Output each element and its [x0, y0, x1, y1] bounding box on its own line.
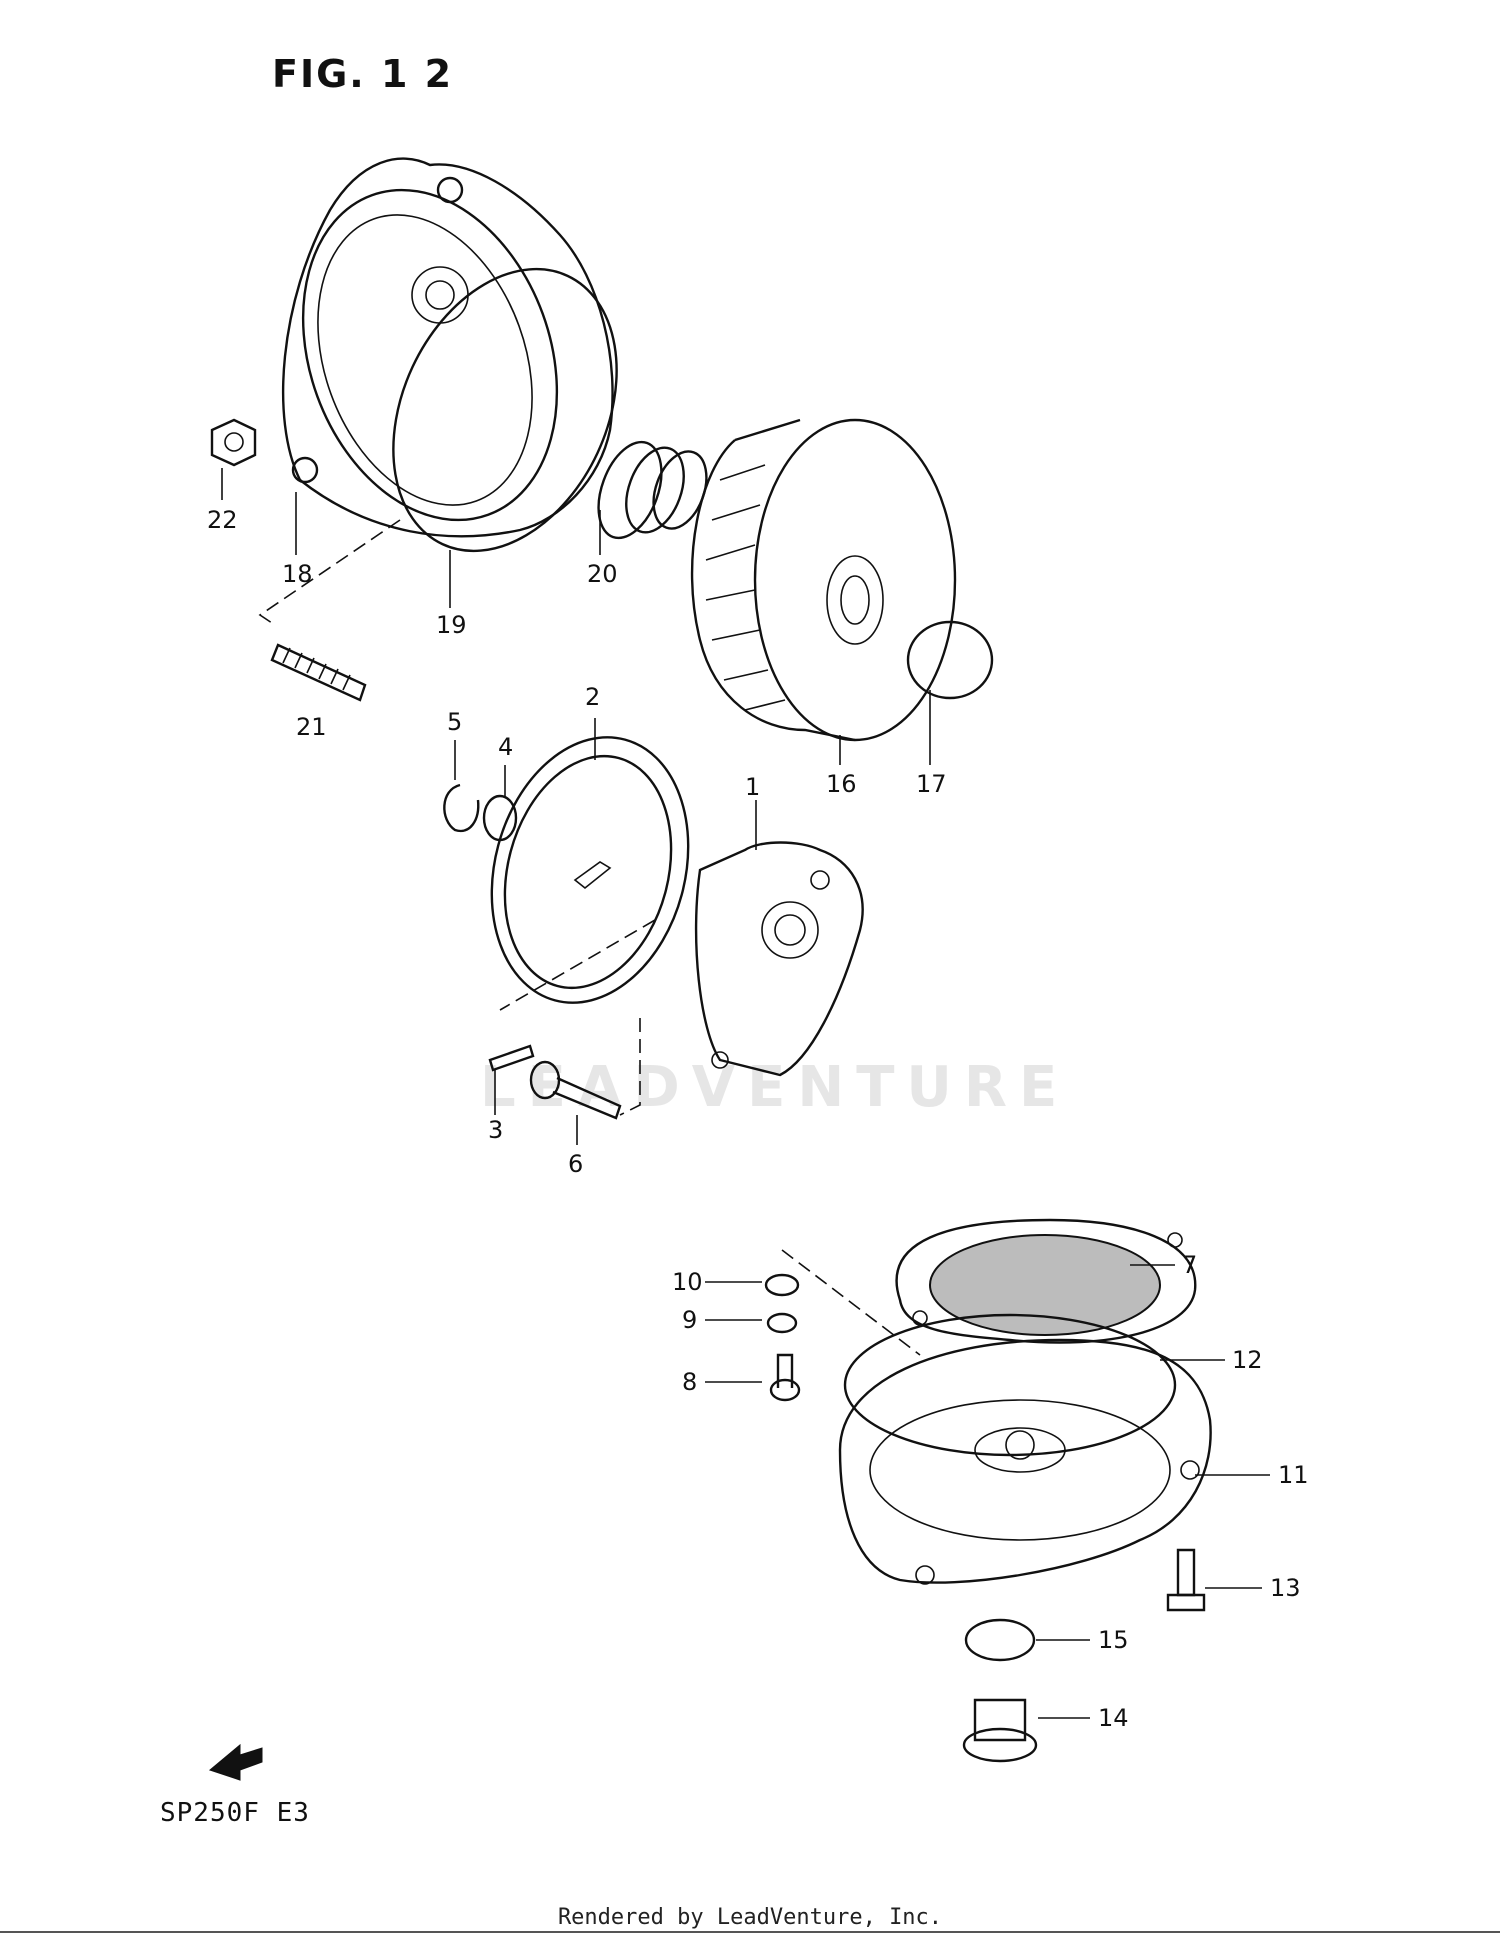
oil-sump-cover-part	[838, 1338, 1212, 1585]
filter-cap-part	[281, 157, 614, 538]
nut-part	[210, 418, 257, 467]
dowel-pin-part	[488, 1044, 535, 1072]
callout-14: 14	[1098, 1704, 1129, 1732]
leader-lines	[221, 468, 1270, 1719]
o-ring-part-12	[843, 1313, 1177, 1457]
oil-filter-part	[690, 418, 957, 742]
o-ring-part-19	[392, 267, 618, 553]
callout-13: 13	[1270, 1574, 1301, 1602]
callout-19: 19	[436, 611, 467, 639]
callout-1: 1	[745, 773, 760, 801]
callout-6: 6	[568, 1150, 583, 1178]
alignment-dashed-lines	[258, 519, 921, 1356]
callout-5: 5	[447, 708, 462, 736]
o-ring-part-17	[906, 620, 994, 700]
model-code: SP250F E3	[160, 1798, 310, 1828]
callout-11: 11	[1278, 1461, 1309, 1489]
oil-pump-body-part	[694, 841, 864, 1077]
footer-line	[0, 1931, 1500, 1933]
figure-title: FIG. 1 2	[272, 52, 454, 96]
stud-bolt-part	[270, 643, 367, 702]
callout-labels: 1 2 3 4 5 6 7 8 9 10 11 12 13 14 15 16 1…	[207, 506, 1309, 1732]
callout-22: 22	[207, 506, 238, 534]
fwd-arrow-icon	[208, 1743, 263, 1781]
circlip-part	[443, 783, 480, 833]
footer-credit: Rendered by LeadVenture, Inc.	[557, 1905, 943, 1930]
callout-4: 4	[498, 733, 513, 761]
bolt-part-13	[1166, 1548, 1206, 1612]
gasket-part-15	[964, 1618, 1036, 1662]
bolt-part-6	[529, 1060, 622, 1120]
callout-10: 10	[672, 1268, 703, 1296]
callout-2: 2	[585, 683, 600, 711]
callout-20: 20	[587, 560, 618, 588]
callout-15: 15	[1098, 1626, 1129, 1654]
callout-8: 8	[682, 1368, 697, 1396]
screw-part-8	[769, 1353, 801, 1402]
callout-16: 16	[826, 770, 857, 798]
washer-part-4	[482, 794, 518, 842]
callout-9: 9	[682, 1306, 697, 1334]
callout-12: 12	[1232, 1346, 1263, 1374]
callout-3: 3	[488, 1116, 503, 1144]
drive-gear-part	[490, 736, 690, 1004]
callout-21: 21	[296, 713, 327, 741]
callout-7: 7	[1182, 1251, 1197, 1279]
callout-17: 17	[916, 770, 947, 798]
callout-18: 18	[282, 560, 313, 588]
oil-strainer-part	[895, 1218, 1197, 1344]
drain-plug-part	[962, 1698, 1038, 1763]
lock-washer-part-9	[766, 1312, 798, 1334]
spring-part	[597, 440, 708, 540]
washer-part-10	[764, 1273, 800, 1297]
